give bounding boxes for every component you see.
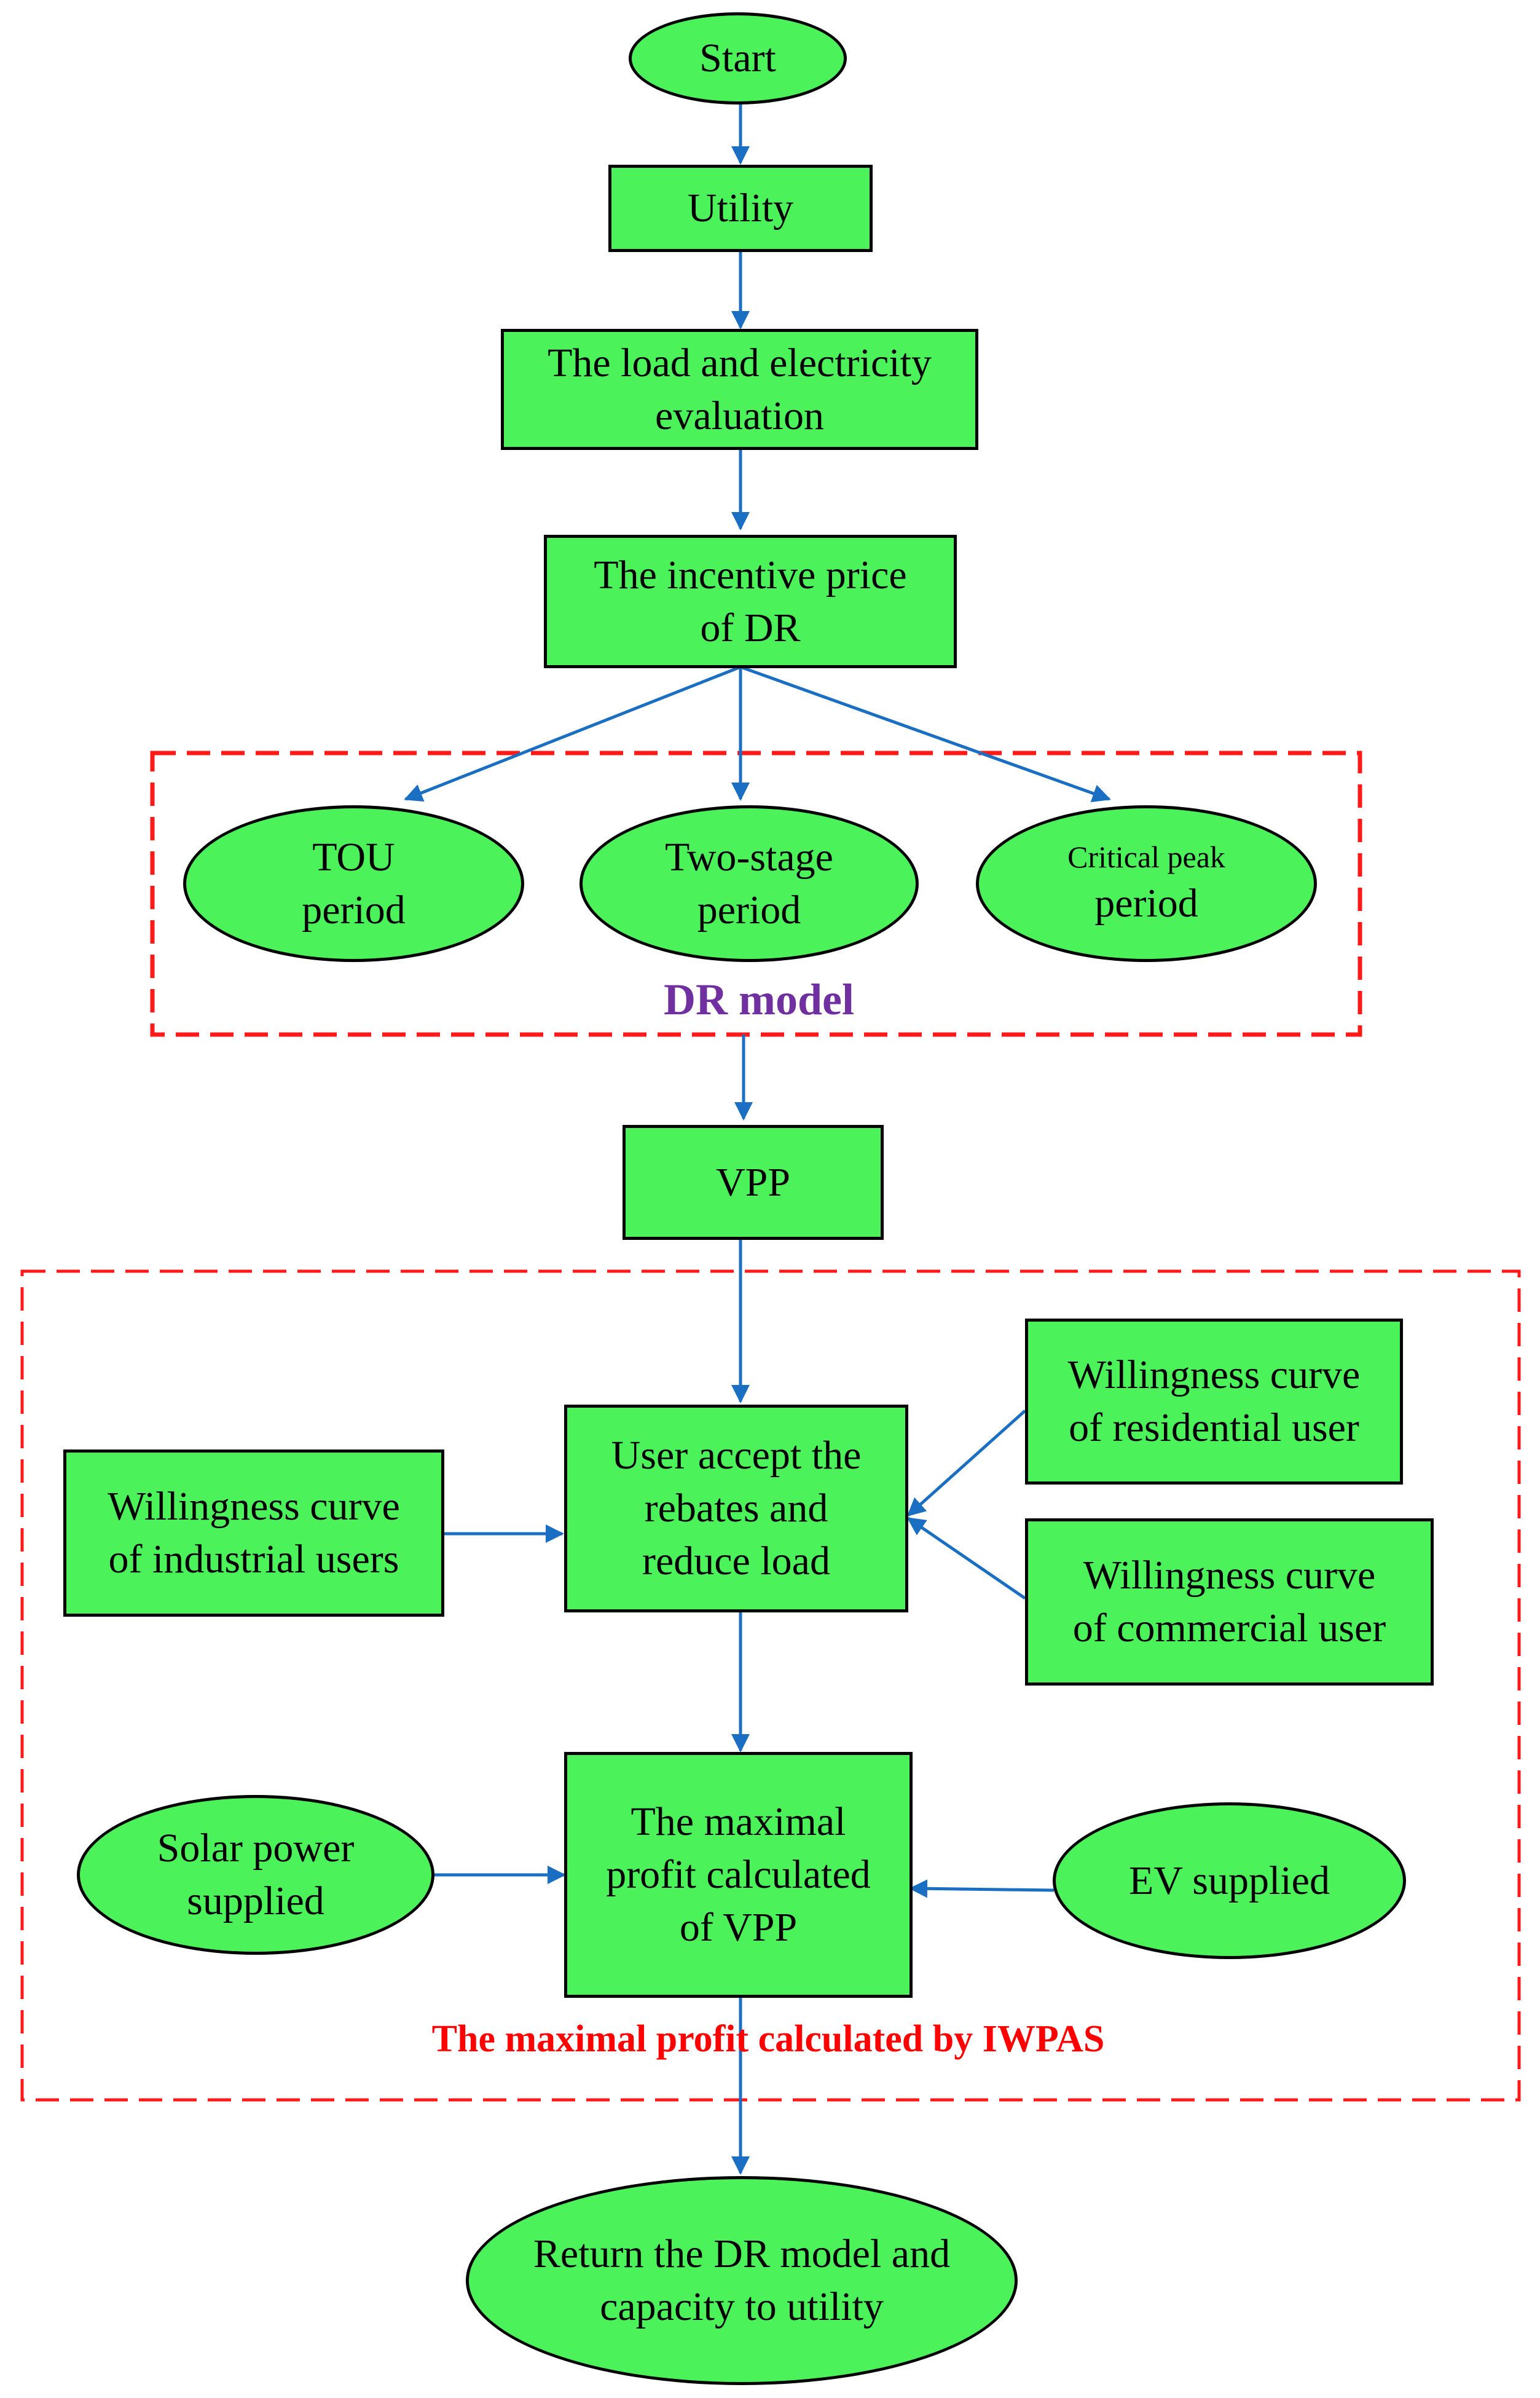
solar-power-node: Solar power supplied [77, 1795, 434, 1955]
start-label: Start [699, 36, 776, 81]
residential-willingness-node: Willingness curve of residential user [1025, 1319, 1403, 1485]
return-node: Return the DR model and capacity to util… [466, 2176, 1018, 2385]
load-evaluation-label: The load and electricity evaluation [548, 340, 932, 438]
two-stage-period-node: Two-stage period [579, 805, 919, 962]
residential-willingness-label: Willingness curve of residential user [1067, 1352, 1361, 1450]
arrow-incentive-to-critical-peak [740, 665, 1111, 803]
vpp-label: VPP [715, 1159, 791, 1205]
arrow-incentive-to-tou [404, 665, 741, 802]
ev-supplied-label: EV supplied [1129, 1858, 1330, 1903]
utility-node: Utility [608, 165, 873, 252]
dr-model-group-label: DR model [664, 975, 854, 1024]
vpp-node: VPP [623, 1125, 884, 1240]
utility-label: Utility [687, 186, 794, 231]
load-evaluation-node: The load and electricity evaluation [501, 329, 978, 450]
max-profit-node: The maximal profit calculated of VPP [564, 1752, 913, 1998]
arrow-commercial-to-user-accept [906, 1516, 1026, 1600]
user-accept-label: User accept the rebates and reduce load [611, 1433, 862, 1584]
max-profit-label: The maximal profit calculated of VPP [606, 1799, 871, 1950]
arrow-ev-to-max-profit [909, 1879, 1055, 1898]
commercial-willingness-node: Willingness curve of commercial user [1025, 1518, 1434, 1686]
ev-supplied-node: EV supplied [1053, 1802, 1406, 1959]
incentive-price-label: The incentive price of DR [594, 552, 907, 650]
critical-peak-period-node: Critical peak period [976, 805, 1317, 962]
return-label: Return the DR model and capacity to util… [533, 2231, 951, 2329]
iwpas-group-box [20, 1269, 1521, 2102]
commercial-willingness-label: Willingness curve of commercial user [1072, 1553, 1386, 1651]
critical-peak-label-line2: period [1094, 881, 1198, 926]
iwpas-group-label: The maximal profit calculated by IWPAS [431, 2018, 1105, 2060]
tou-period-label: TOU period [302, 834, 406, 933]
industrial-willingness-label: Willingness curve of industrial users [108, 1484, 400, 1582]
arrow-residential-to-user-accept [906, 1410, 1026, 1517]
incentive-price-node: The incentive price of DR [544, 535, 957, 668]
start-node: Start [629, 12, 847, 105]
tou-period-node: TOU period [183, 805, 524, 962]
user-accept-node: User accept the rebates and reduce load [564, 1405, 908, 1612]
two-stage-period-label: Two-stage period [665, 834, 833, 933]
dr-model-group-box [150, 751, 1362, 1037]
industrial-willingness-node: Willingness curve of industrial users [63, 1449, 444, 1617]
solar-power-label: Solar power supplied [157, 1826, 355, 1923]
critical-peak-label-line1: Critical peak [1067, 840, 1225, 875]
